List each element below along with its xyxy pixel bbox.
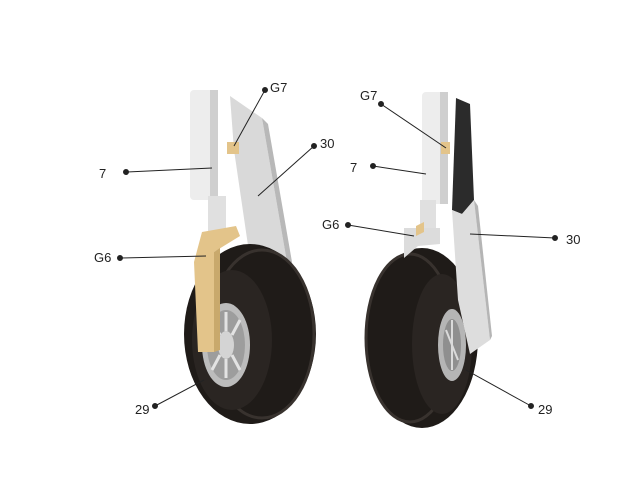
left-g6-bracket bbox=[194, 226, 240, 352]
left-fairing-plate bbox=[230, 96, 288, 300]
right-gear-labels: G7 7 G6 30 29 bbox=[322, 88, 580, 417]
right-wheel-hub bbox=[438, 309, 466, 381]
label-left-g7: G7 bbox=[270, 80, 287, 95]
right-fairing-plate-dark bbox=[452, 98, 474, 214]
label-right-30: 30 bbox=[566, 232, 580, 247]
label-right-g7: G7 bbox=[360, 88, 377, 103]
right-fairing-edge bbox=[474, 200, 492, 340]
left-landing-gear bbox=[184, 90, 316, 424]
left-gear-labels: G7 30 7 G6 29 bbox=[94, 80, 334, 417]
left-g7-block bbox=[227, 142, 239, 154]
label-left-g6: G6 bbox=[94, 250, 111, 265]
right-g6-tan bbox=[416, 222, 424, 236]
label-left-30: 30 bbox=[320, 136, 334, 151]
label-right-7: 7 bbox=[350, 160, 357, 175]
leader-lines bbox=[117, 87, 558, 409]
left-strut-lower bbox=[208, 196, 226, 236]
label-right-29: 29 bbox=[538, 402, 552, 417]
label-left-7: 7 bbox=[99, 166, 106, 181]
left-g6-bracket-shade bbox=[214, 248, 220, 352]
left-strut-upper-shade bbox=[210, 90, 218, 200]
left-wheel-hub bbox=[202, 303, 250, 387]
right-landing-gear bbox=[364, 92, 492, 428]
right-fairing-plate-light bbox=[452, 200, 490, 354]
label-left-29: 29 bbox=[135, 402, 149, 417]
left-fairing-edge bbox=[262, 118, 292, 268]
label-right-g6: G6 bbox=[322, 217, 339, 232]
